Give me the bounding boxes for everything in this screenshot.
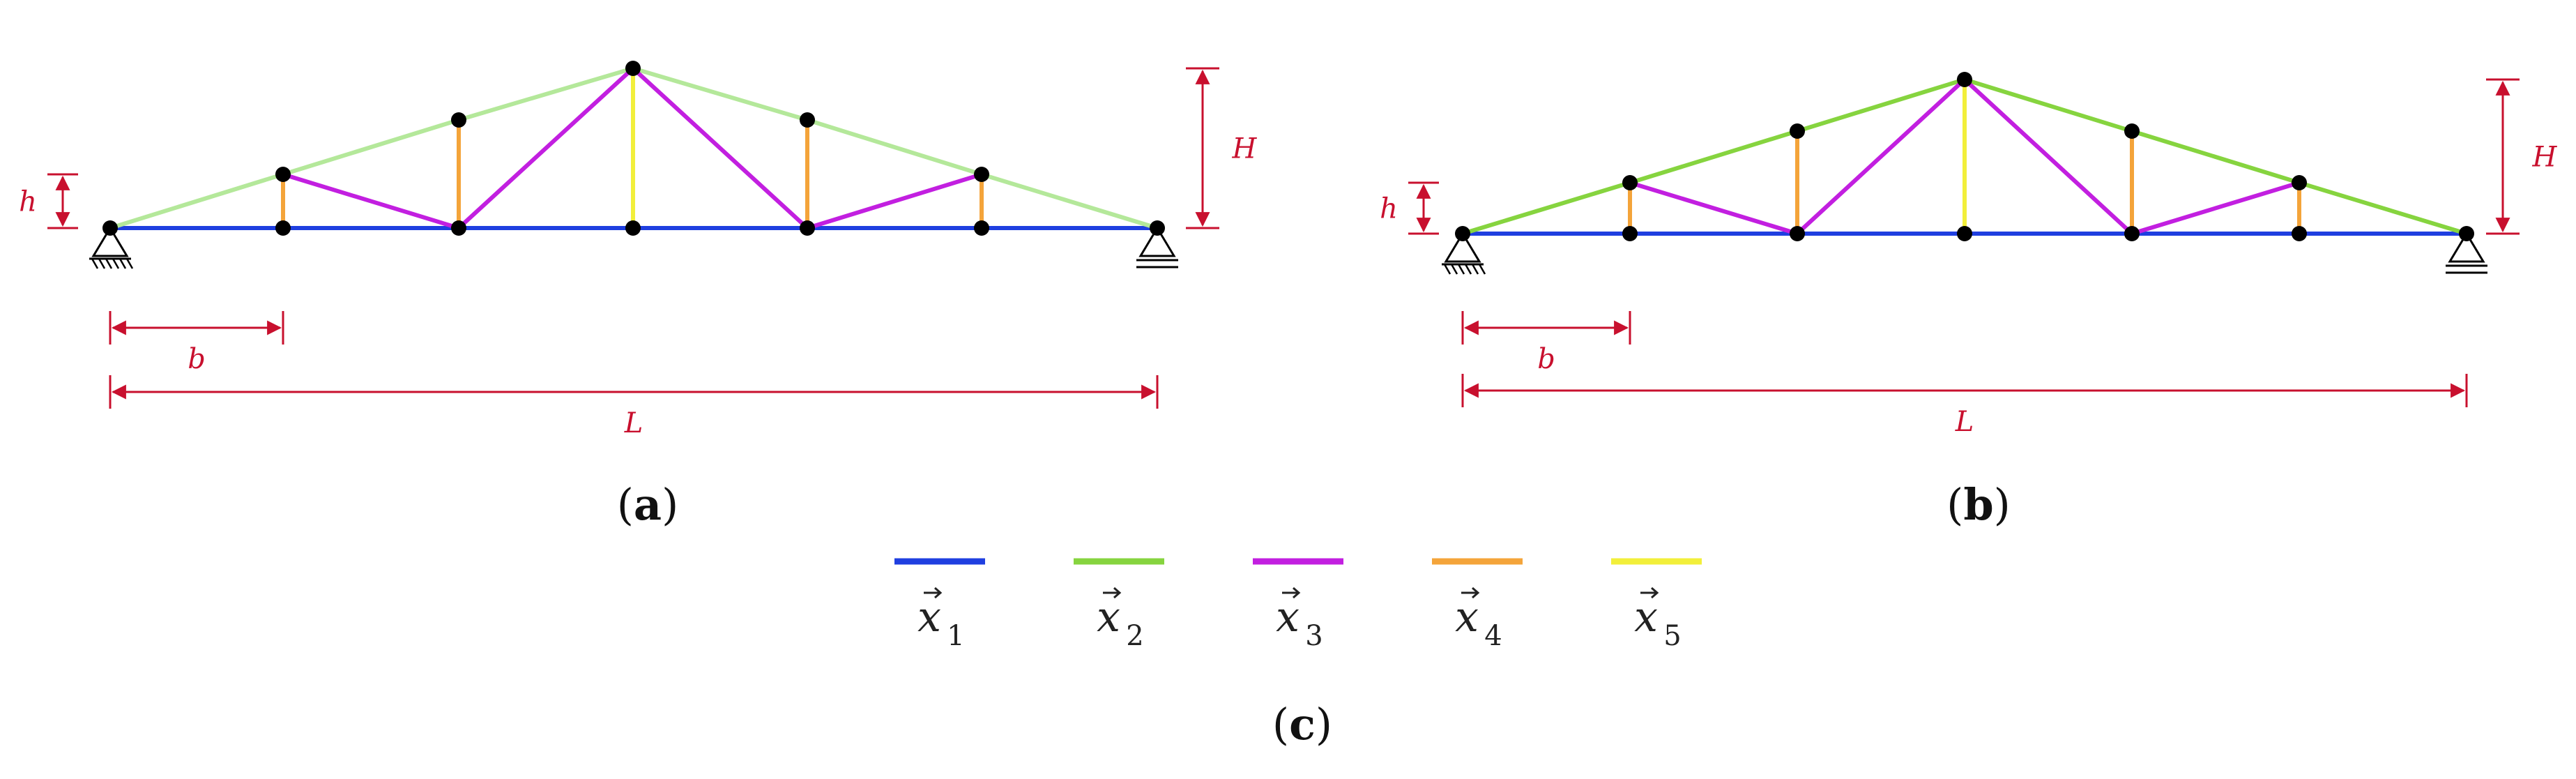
legend-symbol-3: x xyxy=(1276,593,1300,642)
panel-b-label: (b) xyxy=(1946,479,2011,530)
truss-panel-a: h HbL (a) xyxy=(19,61,1258,530)
member-x2-top-chord-4 xyxy=(632,66,808,122)
pin-support-hatch xyxy=(1443,264,1451,275)
pin-support-hatch xyxy=(1471,264,1479,275)
truss-panel-b: h HbL (b) xyxy=(1380,72,2558,530)
truss-node xyxy=(800,220,815,236)
legend-subscript-1: 1 xyxy=(947,620,964,652)
member-x3-diagonal-1 xyxy=(1629,181,1798,236)
member-x2-top-chord-2 xyxy=(1629,129,1798,185)
member-x2-top-chord-2 xyxy=(282,118,459,176)
legend-subscript-4: 4 xyxy=(1484,620,1502,652)
truss-node xyxy=(625,220,641,236)
pin-support-hatch xyxy=(1450,264,1458,275)
truss-node xyxy=(1790,123,1805,139)
legend-symbol-2: x xyxy=(1097,593,1120,642)
member-x3-diagonal-1 xyxy=(282,172,459,230)
roller-support-icon xyxy=(2448,232,2485,263)
member-x2-top-chord-1 xyxy=(1462,181,1631,236)
truss-node xyxy=(275,220,291,236)
panel-a-label: (a) xyxy=(617,479,679,530)
pin-support-icon xyxy=(91,226,129,257)
legend-subscript-2: 2 xyxy=(1126,620,1143,652)
truss-node xyxy=(1957,226,1972,241)
truss-node xyxy=(275,167,291,182)
dim-H-label: H xyxy=(2532,142,2558,174)
supports-a xyxy=(89,226,1178,269)
member-x3-diagonal-2 xyxy=(1795,77,1967,236)
nodes-a xyxy=(102,61,1165,236)
supports-b xyxy=(1442,232,2487,275)
pin-support-hatch xyxy=(1464,264,1472,275)
vector-arrowhead-icon xyxy=(1651,587,1659,599)
pin-support-hatch xyxy=(1457,264,1465,275)
truss-node xyxy=(800,112,815,128)
dim-L-label: L xyxy=(1955,406,1974,438)
dim-b-label: b xyxy=(188,343,206,375)
truss-node xyxy=(1957,72,1972,87)
legend-symbol-4: x xyxy=(1455,593,1479,642)
pin-support-hatch xyxy=(125,258,134,269)
dim-b-label: b xyxy=(1537,343,1555,375)
member-x2-top-chord-6 xyxy=(981,172,1158,230)
member-x3-diagonal-4 xyxy=(2131,181,2300,236)
member-x3-diagonal-3 xyxy=(631,66,809,230)
truss-node xyxy=(974,167,989,182)
truss-node xyxy=(2292,226,2307,241)
legend-symbol-1: x xyxy=(917,593,941,642)
member-x2-top-chord-1 xyxy=(109,172,284,230)
member-x2-top-chord-4 xyxy=(1964,77,2133,133)
panel-c-label: (c) xyxy=(1272,699,1332,750)
legend-subscript-3: 3 xyxy=(1305,620,1323,652)
truss-node xyxy=(1790,226,1805,241)
member-x2-top-chord-5 xyxy=(2131,129,2300,185)
member-x2-top-chord-6 xyxy=(2299,181,2467,236)
pin-support-hatch xyxy=(91,258,99,269)
pin-support-icon xyxy=(1444,232,1481,263)
dim-h-label: h xyxy=(19,186,37,218)
dim-H-label: H xyxy=(1232,133,1258,165)
truss-node xyxy=(451,220,466,236)
dimensions-a: h HbL xyxy=(19,67,1258,439)
truss-node xyxy=(451,112,466,128)
member-x2-top-chord-5 xyxy=(807,118,982,176)
vector-arrowhead-icon xyxy=(934,587,943,599)
pin-support-hatch xyxy=(105,258,113,269)
truss-node xyxy=(2292,175,2307,190)
pin-support-hatch xyxy=(112,258,120,269)
member-x3-diagonal-2 xyxy=(457,66,635,230)
vector-arrowhead-icon xyxy=(1472,587,1480,599)
dim-h-label: h xyxy=(1380,193,1398,225)
truss-node xyxy=(2124,226,2140,241)
truss-node xyxy=(625,61,641,76)
member-x3-diagonal-4 xyxy=(807,172,982,230)
truss-node xyxy=(974,220,989,236)
truss-node xyxy=(2124,123,2140,139)
vector-arrowhead-icon xyxy=(1293,587,1301,599)
members-a xyxy=(109,66,1158,230)
legend-symbol-5: x xyxy=(1634,593,1658,642)
member-x2-top-chord-3 xyxy=(458,66,634,122)
legend-subscript-5: 5 xyxy=(1663,620,1681,652)
vector-arrowhead-icon xyxy=(1113,587,1122,599)
pin-support-hatch xyxy=(98,258,106,269)
pin-support-hatch xyxy=(119,258,127,269)
dim-L-label: L xyxy=(624,407,643,439)
roller-support-icon xyxy=(1138,226,1176,257)
dimensions-b: h HbL xyxy=(1380,78,2558,438)
member-x2-top-chord-3 xyxy=(1797,77,1965,133)
member-x3-diagonal-3 xyxy=(1963,77,2134,236)
truss-node xyxy=(1622,175,1638,190)
truss-node xyxy=(1622,226,1638,241)
members-b xyxy=(1462,77,2467,236)
pin-support-hatch xyxy=(1478,264,1486,275)
